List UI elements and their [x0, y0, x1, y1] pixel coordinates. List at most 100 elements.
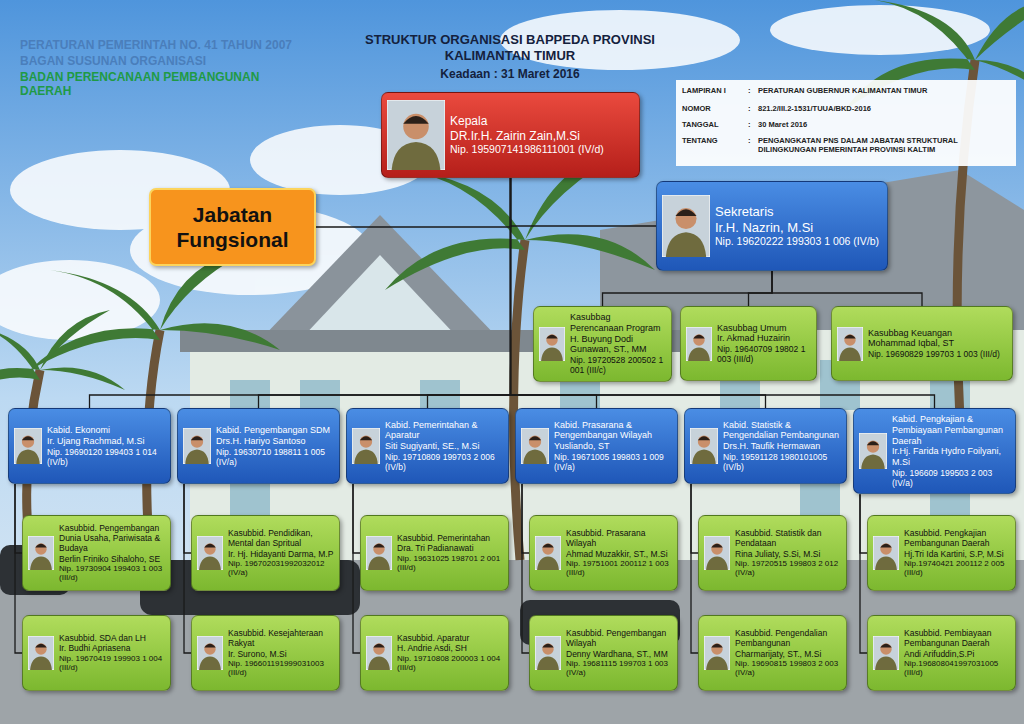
official-name: Ahmad Muzakkir, ST., M.Si: [566, 549, 672, 559]
position-title: Kasubbid. Pengembangan Dunia Usaha, Pari…: [59, 523, 165, 554]
position-box: Kasubbid. Pembiayaan Pembangunan DaerahA…: [867, 615, 1016, 691]
official-name: H. Buyung Dodi Gunawan, ST., MM: [570, 334, 666, 356]
portrait-photo: [535, 636, 561, 670]
position-box: Kasubbid. Prasarana WilayahAhmad Muzakki…: [529, 515, 678, 591]
official-name: Ir.Hj. Farida Hydro Foilyani, M.Si: [892, 446, 1010, 468]
table-value: 821.2/III.2-1531/TUUA/BKD-2016: [758, 104, 1010, 113]
agency-name: BADAN PERENCANAAN PEMBANGUNAN DAERAH: [20, 70, 310, 99]
position-title: Kabid. Statistik & Pengendalian Pembangu…: [723, 420, 841, 442]
employee-number: Nip. 19630710 198811 1 005 (IV/a): [216, 447, 334, 467]
official-name: Siti Sugiyanti, SE., M.Si: [385, 441, 503, 452]
portrait-photo: [859, 433, 887, 469]
official-name: Yusliando, ST: [554, 441, 672, 452]
org-connector: [184, 484, 191, 653]
official-name: Ir. Hj. Hidayanti Darma, M.P: [228, 549, 334, 559]
position-title: Kasubbid. Pengembangan Wilayah: [566, 628, 672, 648]
table-key: LAMPIRAN I: [682, 86, 746, 95]
official-name: Berlin Friniko Sihaloho, SE: [59, 554, 165, 564]
functional-box: Jabatan Fungsional: [149, 188, 316, 266]
org-connector: [691, 484, 698, 553]
position-title: Kasubbid. Pembiayaan Pembangunan Daerah: [904, 628, 1010, 648]
position-box: Kasubbid. Pendidikan, Mental dan Spritua…: [191, 515, 340, 591]
org-connector: [90, 178, 511, 408]
portrait-photo: [14, 428, 42, 464]
position-title: Sekretaris: [715, 204, 882, 220]
position-box: Kasubbid. Pengkajian Pembangunan DaerahH…: [867, 515, 1016, 591]
org-connector: [15, 484, 22, 653]
employee-number: Nip. 19681115 199703 1 003 (IV/a): [566, 659, 672, 678]
employee-number: Nip. 19671005 199803 1 009 (IV/a): [554, 452, 672, 472]
position-title: Kasubbid. Pengkajian Pembangunan Daerah: [904, 528, 1010, 548]
position-box: Kabid. Pengembangan SDMDrs.H. Hariyo San…: [177, 408, 340, 484]
employee-number: Nip. 19640709 19802 1 003 (III/d): [717, 344, 811, 364]
position-title: Kasubbid. Pemerintahan: [397, 533, 503, 543]
position-title: Kasubbid. Statistik dan Pendataan: [735, 528, 841, 548]
position-box: Kabid. Statistik & Pengendalian Pembangu…: [684, 408, 847, 484]
position-box: Kabid. Pemerintahan & AparaturSiti Sugiy…: [346, 408, 509, 484]
employee-number: Nip. 19690829 199703 1 003 (III/d): [868, 349, 1007, 359]
portrait-photo: [183, 428, 211, 464]
official-name: Ir. Akmad Huzairin: [717, 333, 811, 344]
employee-number: Nip. 19631025 198701 2 001 (III/d): [397, 554, 503, 573]
employee-number: Nip. 195907141986111001 (IV/d): [450, 143, 634, 156]
official-name: Andi Arifuddin,S.Pi: [904, 649, 1010, 659]
position-title: Kasubbid. Pendidikan, Mental dan Spritua…: [228, 528, 334, 548]
employee-number: Nip. 19670419 199903 1 004 (III/d): [59, 654, 165, 673]
employee-number: Nip. 19720515 199803 2 012 (IV/a): [735, 559, 841, 578]
employee-number: Nip. 19710808 200003 1 004 (III/d): [397, 654, 503, 673]
position-box: Kasubbid. AparaturH. Andrie Asdi, SHNip.…: [360, 615, 509, 691]
position-title: Kabid. Pengkajian & Pembiayaan Pembangun…: [892, 414, 1010, 446]
official-name: Rina Juliaty, S.Si, M.Si: [735, 549, 841, 559]
employee-number: Nip. 19710809 199703 2 006 (IV/b): [385, 452, 503, 472]
table-colon: :: [748, 120, 756, 129]
employee-number: Nip. 19730904 199403 1 003 (III/d): [59, 564, 165, 583]
org-connector: [522, 484, 529, 553]
org-connector: [353, 484, 360, 653]
portrait-photo: [352, 428, 380, 464]
portrait-photo: [28, 536, 54, 570]
org-connector: [522, 484, 529, 653]
position-box: Kasubbag KeuanganMohammad Iqbal, STNip. …: [831, 306, 1013, 381]
portrait-photo: [366, 536, 392, 570]
employee-number: Nip. 19690815 199803 2 003 (IV/a): [735, 659, 841, 678]
position-title: Kabid. Prasarana & Pengembangan Wilayah: [554, 420, 672, 442]
org-connector: [691, 484, 698, 653]
position-box: Kasubbid. SDA dan LHIr. Budhi ApriasenaN…: [22, 615, 171, 691]
official-name: Ir.H. Nazrin, M.Si: [715, 220, 882, 236]
employee-number: Nip. 196702031992032012 (IV/a): [228, 559, 334, 578]
appendix-table: LAMPIRAN I:PERATURAN GUBERNUR KALIMANTAN…: [676, 80, 1016, 166]
portrait-photo: [704, 636, 730, 670]
portrait-photo: [28, 636, 54, 670]
official-name: Mohammad Iqbal, ST: [868, 338, 1007, 349]
employee-number: Nip. 196601191999031003 (III/d): [228, 659, 334, 678]
portrait-photo: [704, 536, 730, 570]
portrait-photo: [535, 536, 561, 570]
position-box: Kabid. Pengkajian & Pembiayaan Pembangun…: [853, 408, 1016, 494]
regulation-note: BAGAN SUSUNAN ORGANISASI: [20, 54, 335, 68]
position-title: Kasubbid. SDA dan LH: [59, 633, 165, 643]
position-title: Kasubbag Perencanaan Program: [570, 312, 666, 334]
table-value: 30 Maret 2016: [758, 120, 1010, 129]
position-title: Kasubbid. Aparatur: [397, 633, 503, 643]
position-box: Kasubbid. Pengembangan Dunia Usaha, Pari…: [22, 515, 171, 591]
official-name: H. Andrie Asdi, SH: [397, 643, 503, 653]
portrait-photo: [366, 636, 392, 670]
employee-number: Nip. 19620222 199303 1 006 (IV/b): [715, 235, 882, 248]
table-key: NOMOR: [682, 104, 746, 113]
employee-number: Nip. 19690120 199403 1 014 (IV/b): [47, 447, 165, 467]
table-colon: :: [748, 86, 756, 95]
org-connector: [353, 484, 360, 553]
official-name: Ir. Surono, M.Si: [228, 649, 334, 659]
portrait-photo: [662, 195, 710, 257]
table-key: TANGGAL: [682, 120, 746, 129]
table-colon: :: [748, 104, 756, 113]
official-name: Dra. Tri Padianawati: [397, 543, 503, 553]
portrait-photo: [521, 428, 549, 464]
portrait-photo: [873, 636, 899, 670]
position-box: Kasubbag Perencanaan ProgramH. Buyung Do…: [533, 306, 672, 382]
official-name: Drs.H. Taufik Hermawan: [723, 441, 841, 452]
org-connector: [603, 271, 773, 306]
table-colon: :: [748, 136, 756, 145]
regulation-note: PERATURAN PEMERINTAH NO. 41 TAHUN 2007: [20, 38, 335, 52]
org-connector: [511, 178, 657, 226]
